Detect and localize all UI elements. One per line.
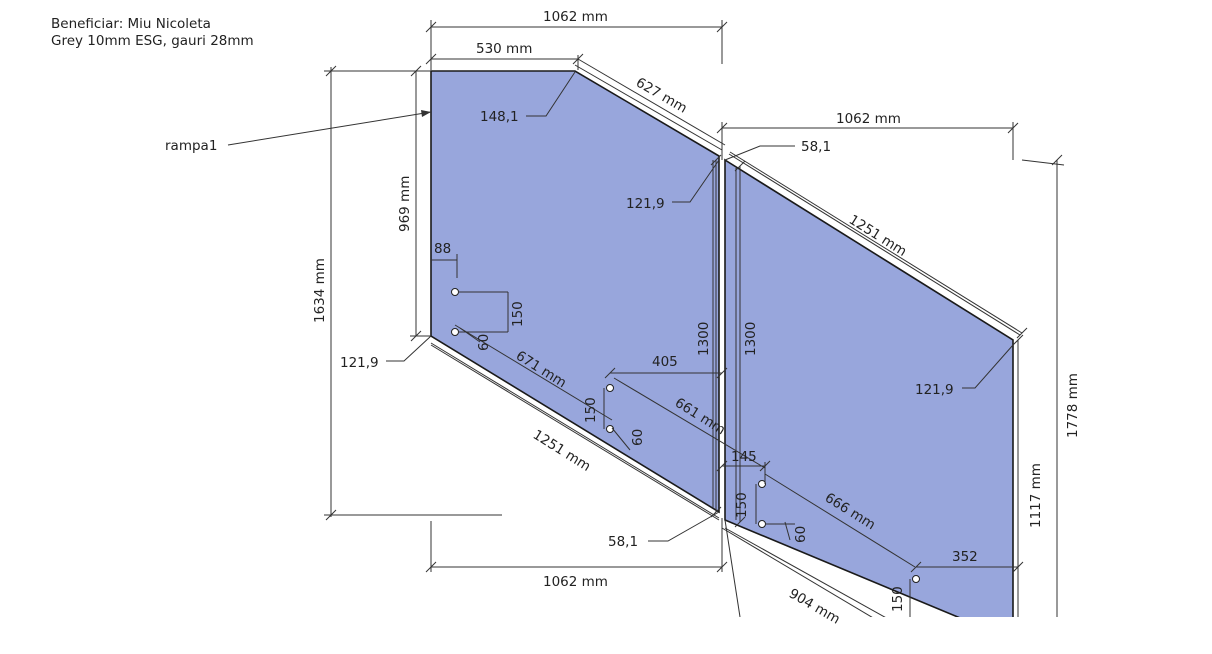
rampa-arrow-head	[421, 110, 431, 117]
label-bottom-1062: 1062 mm	[543, 574, 608, 590]
hole-7	[912, 575, 920, 583]
label-top-1062-b: 1062 mm	[836, 111, 901, 127]
label-969: 969 mm	[397, 176, 413, 232]
label-1300-b: 1300	[743, 322, 759, 356]
hole-6	[758, 520, 766, 528]
label-1778: 1778 mm	[1065, 373, 1081, 438]
label-405: 405	[652, 354, 678, 370]
label-60-c: 60	[793, 526, 809, 543]
drawing-header: Beneficiar: Miu Nicoleta Grey 10mm ESG, …	[51, 16, 254, 50]
hole-4	[606, 425, 614, 433]
label-904: 904 mm	[786, 586, 843, 628]
glass-panel-2[interactable]	[724, 158, 1014, 640]
hole-3	[606, 384, 614, 392]
label-148: 148,1	[480, 109, 519, 125]
hole-5	[758, 480, 766, 488]
label-1251-bot: 1251 mm	[530, 427, 594, 475]
label-121-right: 121,9	[915, 382, 954, 398]
glass-panel-rampa1[interactable]	[430, 70, 720, 514]
label-1117: 1117 mm	[1028, 463, 1044, 528]
label-58-top: 58,1	[801, 139, 831, 155]
dimension-lines	[324, 20, 1065, 617]
label-150-b: 150	[583, 397, 599, 423]
label-rampa1: rampa1	[165, 138, 217, 154]
label-121-mid: 121,9	[626, 196, 665, 212]
beneficiary-text: Beneficiar: Miu Nicoleta	[51, 16, 211, 32]
label-60-a: 60	[476, 334, 492, 351]
hole-2	[451, 328, 459, 336]
label-58-bot: 58,1	[608, 534, 638, 550]
label-1634: 1634 mm	[312, 258, 328, 323]
label-530: 530 mm	[476, 41, 532, 57]
label-121-left: 121,9	[340, 355, 379, 371]
label-150-a: 150	[510, 301, 526, 327]
label-150-c: 150	[734, 492, 750, 518]
label-60-b: 60	[630, 429, 646, 446]
label-1300-a: 1300	[696, 322, 712, 356]
edge-bands	[430, 64, 1021, 617]
holes	[451, 288, 920, 583]
label-150-d: 150	[890, 586, 906, 612]
leader-lines	[227, 71, 1014, 617]
glass-spec-text: Grey 10mm ESG, gauri 28mm	[51, 33, 254, 49]
label-88: 88	[434, 241, 451, 257]
label-top-1062-a: 1062 mm	[543, 9, 608, 25]
label-352: 352	[952, 549, 978, 565]
label-145: 145	[731, 449, 757, 465]
hole-1	[451, 288, 459, 296]
